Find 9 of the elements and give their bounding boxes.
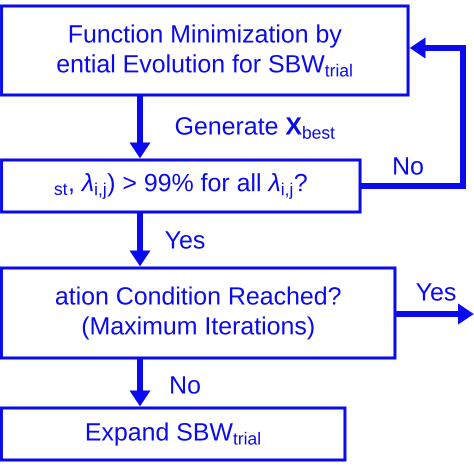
edge-label: No	[171, 376, 200, 394]
process-box: Expand SBW$_{trial}$	[0, 406, 346, 462]
process-box: ation Condition Reached? (Maximum Iterations)	[0, 266, 396, 360]
process-box: $_{st}$, λ$_{i,j}$) > 99% for all λ$_{i,j}$?	[0, 158, 362, 214]
edge-label: Yes	[416, 283, 456, 301]
process-box: Function Minimization by ential Evolution for SBW$_{trial}$	[0, 4, 410, 96]
edge-label: Yes	[165, 231, 204, 249]
edge-label: No	[394, 157, 423, 175]
edge-label: Generate X$_{best}$	[176, 117, 335, 139]
